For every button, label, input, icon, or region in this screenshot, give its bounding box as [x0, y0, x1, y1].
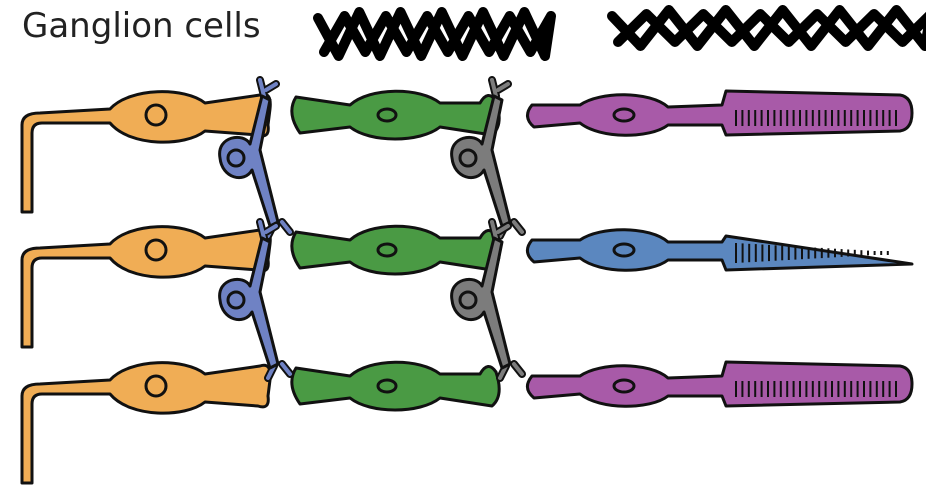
label-scribble-middle [318, 12, 551, 56]
label-scribble-right [612, 10, 926, 46]
rod-photoreceptor [527, 91, 912, 135]
rod-photoreceptor [527, 362, 912, 406]
